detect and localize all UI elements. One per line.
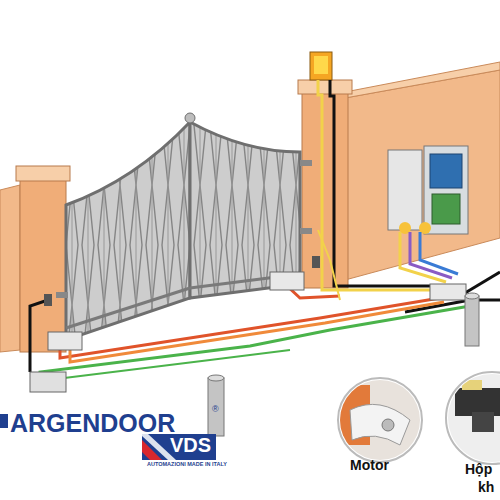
part-label: kh	[478, 480, 494, 495]
brand-logo: VDS	[170, 434, 211, 456]
part-label: Motor	[350, 458, 389, 473]
trademark-sign: ®	[212, 405, 219, 415]
brand-logo: ARGENDOOR	[10, 410, 175, 438]
part-label: Hộp	[465, 462, 492, 477]
brand-tagline: AUTOMAZIONI MADE IN ITALY	[147, 461, 227, 467]
